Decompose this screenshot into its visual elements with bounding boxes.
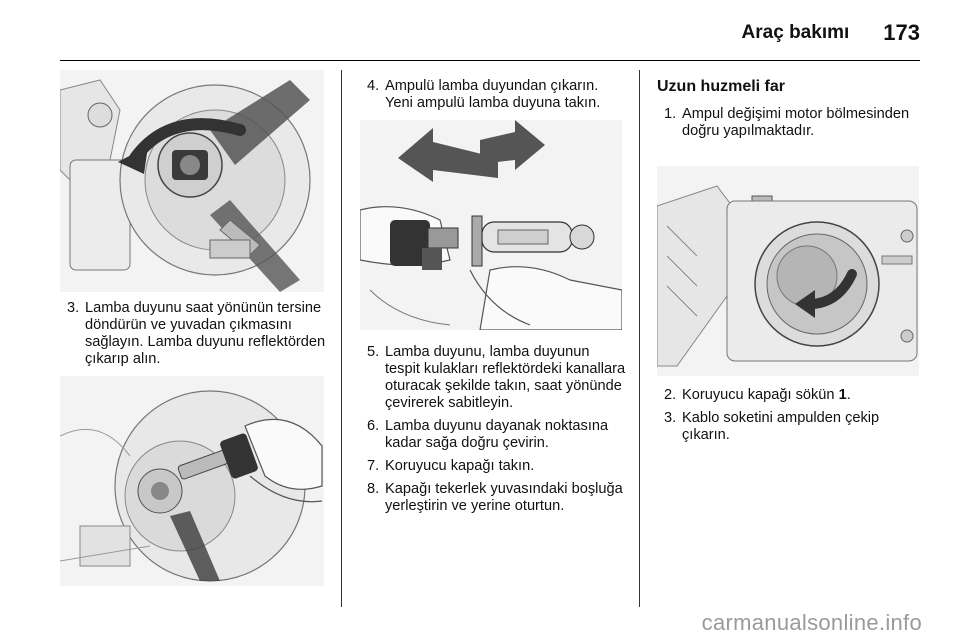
illustration-remove-bulb-holder [60, 70, 324, 292]
step-number: 8. [367, 481, 380, 497]
column-3-text-bottom: 2. Koruyucu kapağı sökün 1. 3. Kablo sok… [657, 387, 919, 450]
step-text: Lamba duyunu dayanak noktasına kadar sağ… [385, 418, 609, 451]
illustration-separate-bulb [360, 120, 622, 330]
column-divider-left [341, 70, 342, 607]
step-1-high-beam: 1. Ampul değişimi motor bölmesinden doğr… [657, 106, 919, 140]
column-3-text-top: Uzun huzmeli far 1. Ampul değişimi motor… [657, 78, 919, 146]
header-rule [60, 60, 920, 61]
illustration-high-beam-cover [657, 166, 919, 376]
step-text: Lamba duyunu saat yönünün tersine döndür… [85, 300, 326, 367]
step-text: Kapağı tekerlek yuvasındaki boşluğa yerl… [385, 481, 623, 514]
step-number: 2. [664, 387, 677, 403]
step-number: 5. [367, 344, 380, 360]
page-number: 173 [883, 20, 920, 45]
subsection-heading: Uzun huzmeli far [657, 78, 786, 95]
step-text: Ampulü lamba duyundan çıkarın. Yeni ampu… [385, 78, 601, 111]
step-3-high-beam: 3. Kablo soketini ampulden çekip çıkarın… [657, 410, 919, 444]
step-8: 8. Kapağı tekerlek yuvasındaki boşluğa y… [360, 481, 628, 515]
reference-number: 1 [838, 387, 847, 403]
section-title: Araç bakımı [741, 22, 850, 43]
column-2-text-bottom: 5. Lamba duyunu, lamba duyunun tespit ku… [360, 344, 628, 521]
column-divider-right [639, 70, 640, 607]
step-text: Koruyucu kapağı sökün [682, 387, 839, 403]
step-text: Ampul değişimi motor bölmesinden doğru y… [682, 106, 910, 139]
step-5: 5. Lamba duyunu, lamba duyunun tespit ku… [360, 344, 628, 412]
watermark: carmanualsonline.info [701, 610, 922, 635]
step-4: 4. Ampulü lamba duyundan çıkarın. Yeni a… [360, 78, 626, 112]
step-number: 1. [664, 106, 677, 122]
page-header: Araç bakımı 173 [60, 16, 920, 50]
step-2-high-beam: 2. Koruyucu kapağı sökün 1. [657, 387, 919, 404]
step-text: Koruyucu kapağı takın. [385, 458, 535, 474]
step-number: 3. [664, 410, 677, 426]
column-2-text-top: 4. Ampulü lamba duyundan çıkarın. Yeni a… [360, 78, 626, 118]
column-1-text: 3. Lamba duyunu saat yönünün tersine dön… [60, 300, 328, 374]
step-3-col1: 3. Lamba duyunu saat yönünün tersine dön… [60, 300, 328, 368]
illustration-pull-holder-from-reflector [60, 376, 324, 586]
step-number: 7. [367, 458, 380, 474]
step-7: 7. Koruyucu kapağı takın. [360, 458, 628, 475]
step-number: 6. [367, 418, 380, 434]
step-number: 3. [67, 300, 80, 316]
step-text-end: . [846, 387, 851, 403]
step-6: 6. Lamba duyunu dayanak noktasına kadar … [360, 418, 628, 452]
step-text: Kablo soketini ampulden çekip çıkarın. [682, 410, 880, 443]
step-number: 4. [367, 78, 380, 94]
step-text: Lamba duyunu, lamba duyunun tespit kulak… [385, 344, 626, 411]
